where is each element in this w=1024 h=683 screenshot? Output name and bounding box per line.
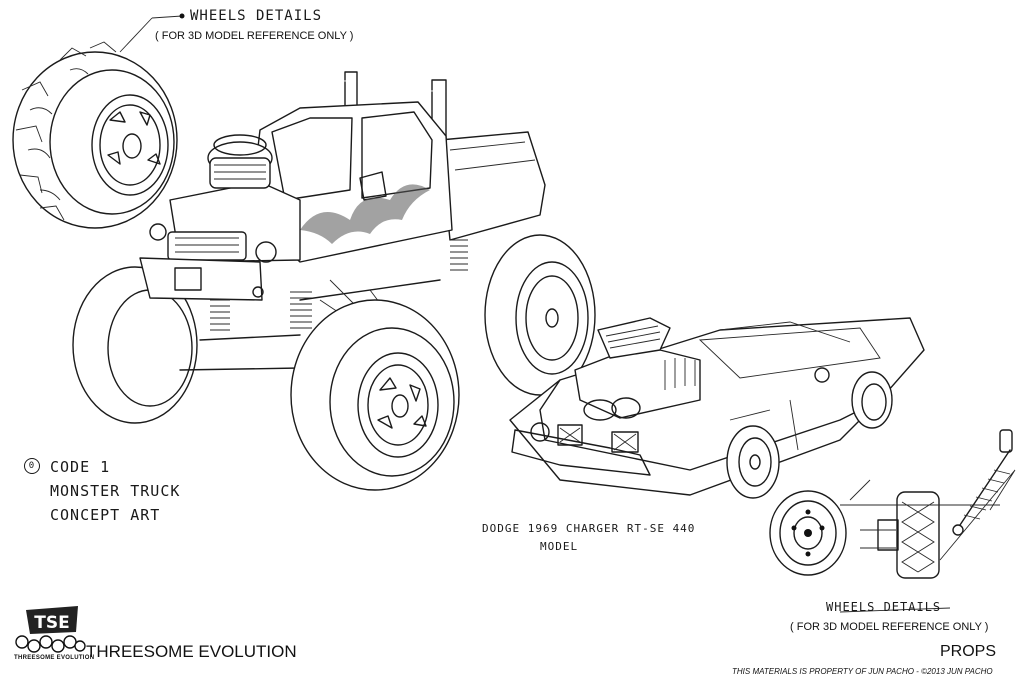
wheel-detail-top-illustration [12,13,185,229]
charger-car-illustration [509,317,925,499]
svg-text:TSE: TSE [34,613,69,633]
tse-logo-emblem: TSE [15,606,86,653]
wheel-details-title-bottom: WHEELS DETAILS [826,600,942,614]
wheel-details-title-top: WHEELS DETAILS [190,8,323,24]
car-label-line2: MODEL [540,540,579,553]
code-label-line3: CONCEPT ART [50,506,161,524]
code-label-line1: CODE 1 [50,458,111,476]
code-label-line2: MONSTER TRUCK [50,482,181,500]
wheel-detail-bottom-illustration [769,429,1016,613]
studio-name: THREESOME EVOLUTION [86,642,297,661]
logo-caption: THREESOME EVOLUTION [14,655,95,661]
section-label: PROPS [940,643,997,660]
car-label-line1: DODGE 1969 CHARGER RT-SE 440 [482,522,696,535]
wheel-details-note-top: ( FOR 3D MODEL REFERENCE ONLY ) [155,30,354,42]
copyright-notice: THIS MATERIALS IS PROPERTY OF JUN PACHO … [732,667,993,676]
code-bullet: 0 [24,458,40,474]
monster-truck-illustration [72,71,596,491]
wheel-details-note-bottom: ( FOR 3D MODEL REFERENCE ONLY ) [790,621,989,633]
